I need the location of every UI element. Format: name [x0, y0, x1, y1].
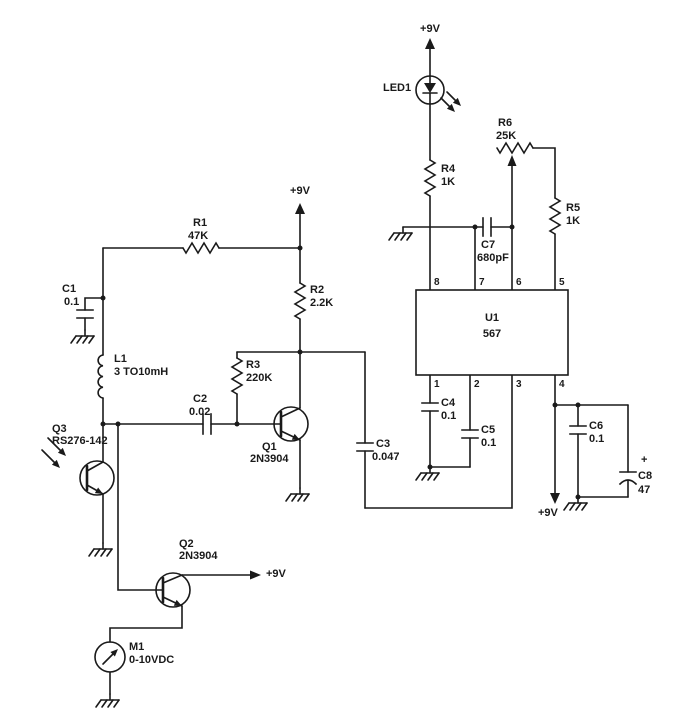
inductor-l1-symbol	[97, 354, 104, 399]
c6-value: 0.1	[589, 433, 605, 445]
capacitor-c2-symbol	[202, 413, 212, 435]
c4-ref: C4	[441, 397, 456, 409]
supply-label-q2: +9V	[266, 568, 286, 580]
transistor-q3-symbol	[41, 437, 115, 496]
r6-value: 25K	[496, 130, 517, 142]
c2-ref: C2	[193, 393, 208, 405]
m1-ref: M1	[129, 641, 145, 653]
resistor-r6-symbol	[496, 141, 534, 155]
resistor-r2-symbol	[293, 282, 307, 320]
led1-symbol	[415, 75, 461, 112]
c6-ref: C6	[589, 420, 604, 432]
capacitor-c1-symbol	[76, 309, 94, 319]
c8-ref: C8	[638, 470, 653, 482]
r3-ref: R3	[246, 359, 261, 371]
q3-ref: Q3	[52, 423, 67, 435]
led-light-arrows-icon	[440, 91, 461, 112]
supply-arrow-mid	[295, 203, 305, 214]
supply-arrow-pin4	[550, 493, 560, 504]
r4-value: 1K	[441, 176, 456, 188]
resistor-r5-symbol	[548, 197, 562, 235]
c5-ref: C5	[481, 424, 496, 436]
transistor-q1-symbol	[273, 406, 309, 442]
c2-value: 0.02	[189, 406, 211, 418]
supply-label-top: +9V	[420, 23, 440, 35]
capacitor-c8-symbol	[618, 471, 638, 486]
c8-polarity: +	[641, 454, 648, 466]
u1-pin-2: 2	[474, 379, 480, 390]
meter-m1-symbol	[94, 641, 126, 673]
capacitor-c6-symbol	[569, 425, 587, 435]
u1-pin-3: 3	[516, 379, 522, 390]
r4-ref: R4	[441, 163, 456, 175]
r3-value: 220K	[246, 372, 273, 384]
supply-label-mid: +9V	[290, 185, 310, 197]
u1-pin-5: 5	[559, 277, 565, 288]
capacitor-c7-symbol	[482, 217, 492, 237]
r1-value: 47K	[188, 230, 209, 242]
pot-wiper-arrow	[507, 155, 517, 166]
r1-ref: R1	[193, 217, 208, 229]
q3-value: RS276-142	[52, 435, 108, 447]
resistor-r1-symbol	[182, 241, 220, 255]
c3-ref: C3	[376, 438, 391, 450]
r5-value: 1K	[566, 215, 581, 227]
capacitor-c3-symbol	[356, 442, 374, 452]
q2-value: 2N3904	[179, 550, 218, 562]
transistor-q2-symbol	[155, 572, 191, 608]
capacitor-symbols	[76, 217, 638, 486]
q1-value: 2N3904	[250, 453, 289, 465]
c7-value: 680pF	[477, 252, 509, 264]
u1-pin-7: 7	[479, 277, 485, 288]
c8-value: 47	[638, 484, 651, 496]
q1-ref: Q1	[262, 441, 277, 453]
r6-ref: R6	[498, 117, 513, 129]
u1-pin-8: 8	[434, 277, 440, 288]
resistor-r3-symbol	[230, 357, 244, 395]
c3-value: 0.047	[372, 451, 400, 463]
c1-ref: C1	[62, 283, 77, 295]
u1-ref: U1	[484, 312, 500, 324]
resistor-symbols	[182, 141, 562, 395]
l1-ref: L1	[114, 353, 127, 365]
arrowheads	[250, 38, 560, 580]
r2-ref: R2	[310, 284, 325, 296]
led1-ref: LED1	[383, 82, 412, 94]
u1-pin-1: 1	[434, 379, 440, 390]
supply-label-pin4: +9V	[538, 507, 558, 519]
c5-value: 0.1	[481, 437, 497, 449]
junction-dots	[100, 224, 581, 500]
u1-value: 567	[482, 328, 502, 340]
resistor-r4-symbol	[423, 159, 437, 197]
supply-arrow-top	[425, 38, 435, 49]
c1-value: 0.1	[64, 296, 80, 308]
light-arrows-icon	[41, 437, 66, 468]
wires	[84, 43, 629, 695]
supply-arrow-q2	[250, 570, 261, 580]
c4-value: 0.1	[441, 410, 457, 422]
m1-value: 0-10VDC	[129, 654, 175, 666]
l1-value: 3 TO10mH	[114, 366, 169, 378]
ic-u1-body	[415, 289, 569, 376]
u1-pin-4: 4	[559, 379, 565, 390]
r2-value: 2.2K	[310, 297, 334, 309]
c7-ref: C7	[481, 239, 496, 251]
r5-ref: R5	[566, 202, 581, 214]
capacitor-c4-symbol	[421, 402, 439, 412]
q2-ref: Q2	[179, 538, 194, 550]
capacitor-c5-symbol	[461, 429, 479, 439]
u1-pin-6: 6	[516, 277, 522, 288]
